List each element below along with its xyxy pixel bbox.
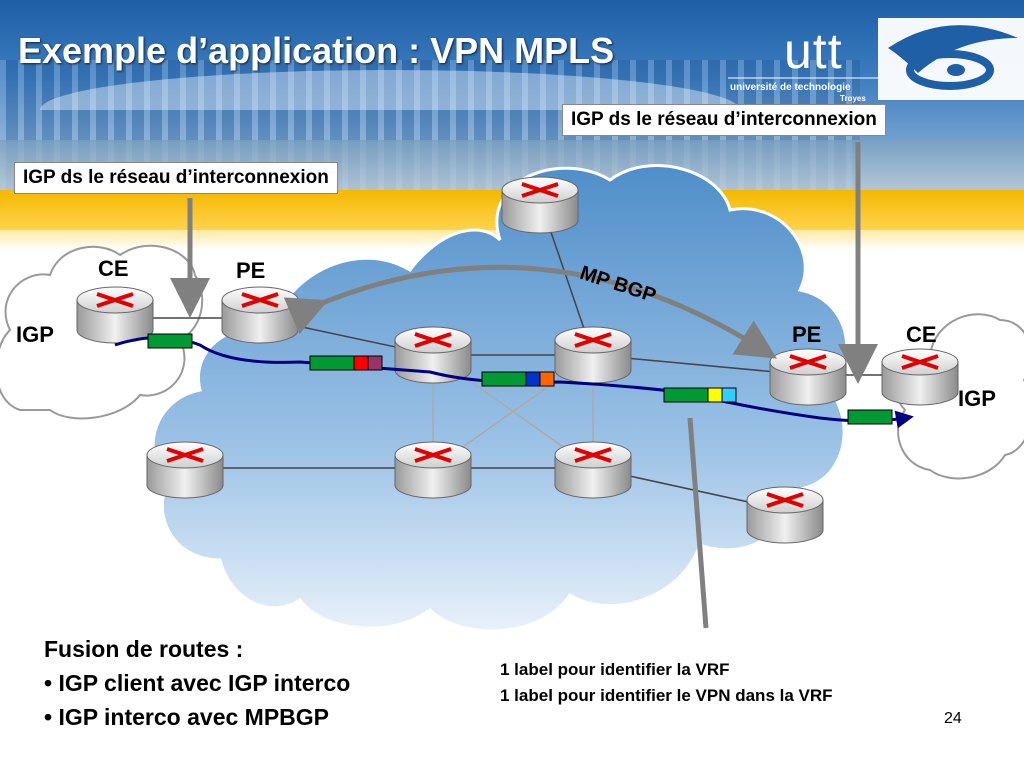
router-p-core-1: [394, 326, 472, 384]
packet-egress: [847, 409, 893, 425]
packet-labeled-1: [309, 355, 383, 371]
slide-title: Exemple d’application : VPN MPLS: [18, 30, 615, 71]
logo-subtitle: université de technologie: [730, 82, 851, 93]
utt-logo: [728, 18, 1024, 100]
mp-bgp-arrow: [283, 264, 777, 359]
page-number: 24: [944, 710, 962, 727]
label-igp-left: IGP: [16, 322, 54, 347]
fusion-bullet-1: • IGP client avec IGP interco: [44, 670, 351, 696]
callout-igp-interconnect-left: IGP ds le réseau d’interconnexion: [14, 162, 338, 194]
label-ce-left: CE: [98, 256, 129, 281]
router-pe-right: [769, 348, 847, 406]
packet-labeled-2: [481, 371, 555, 387]
label-pe-right: PE: [792, 322, 822, 347]
router-p-core-2: [554, 326, 632, 384]
packet-labeled-3: [663, 387, 737, 403]
router-p-core-3: [394, 441, 472, 499]
packet-ingress: [147, 333, 193, 349]
logo-wordmark: utt: [784, 23, 843, 79]
logo-city: Troyes: [840, 94, 866, 103]
label-note-vpn: 1 label pour identifier le VPN dans la V…: [500, 686, 833, 705]
router-p-core-4: [554, 441, 632, 499]
label-igp-right: IGP: [958, 386, 996, 411]
label-ce-right: CE: [906, 322, 937, 347]
router-ce-left: [76, 286, 154, 344]
fusion-bullet-2: • IGP interco avec MPBGP: [44, 704, 330, 730]
router-p-right-bottom: [746, 486, 824, 544]
router-pe-left: [221, 286, 299, 344]
provider-cloud: [151, 164, 849, 633]
label-note-vrf: 1 label pour identifier la VRF: [500, 660, 730, 679]
callout-igp-interconnect-right: IGP ds le réseau d’interconnexion: [562, 104, 886, 136]
label-pe-left: PE: [236, 258, 266, 283]
packet-path: [114, 336, 914, 429]
fusion-title: Fusion de routes :: [44, 636, 244, 662]
router-p-left-bottom: [146, 441, 224, 499]
pointer-arrow-labels: [687, 417, 709, 629]
router-ce-right: [881, 348, 959, 406]
router-p-top: [501, 176, 579, 234]
